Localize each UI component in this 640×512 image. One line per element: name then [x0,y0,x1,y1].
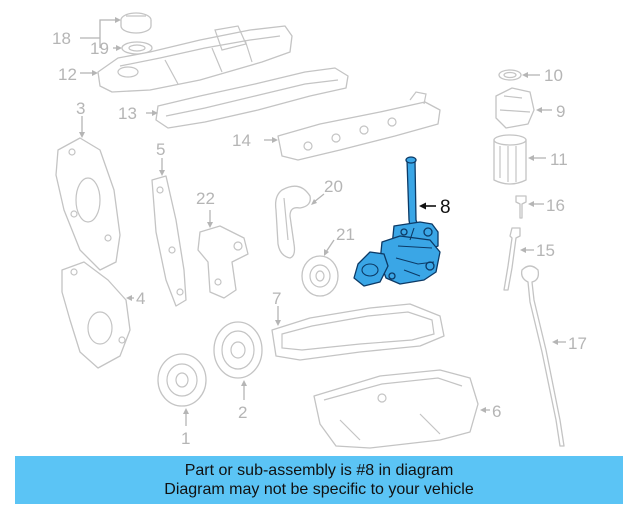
callout-5: 5 [156,140,165,159]
leader-16 [528,201,544,207]
part-12-valve-cover [97,25,293,93]
callout-16: 16 [546,196,565,215]
part-5-chain-guide [151,175,187,307]
callout-19: 19 [90,39,109,58]
callout-14: 14 [232,131,251,150]
leader-1 [183,408,189,426]
part-20-timing-belt [274,185,311,259]
callout-3: 3 [76,99,85,118]
leader-7 [275,306,281,326]
leader-10 [522,72,540,78]
leader-11 [528,155,546,161]
part-14-manifold [277,91,441,161]
callout-11: 11 [550,150,568,169]
callout-9: 9 [556,102,565,121]
part-16-bolt [515,195,527,219]
part-9-filter-housing [495,87,535,129]
part-8-oil-pump [353,156,441,287]
leader-5 [159,158,165,176]
leader-4 [126,295,134,301]
callout-20: 20 [324,177,343,196]
callout-18: 18 [52,29,71,48]
leader-6 [480,407,490,413]
leader-13 [146,110,158,116]
callout-2: 2 [238,403,247,422]
part-18-oil-filler-cap [120,12,152,34]
callout-21: 21 [336,225,355,244]
leader-2 [241,380,247,400]
leader-14 [264,137,278,143]
callout-10: 10 [544,66,563,85]
part-6-oil-pan [313,369,479,449]
leader-3 [79,116,85,138]
callout-8: 8 [440,197,451,218]
callout-6: 6 [492,402,501,421]
part-22-tensioner [197,225,249,299]
callout-4: 4 [136,289,145,308]
leader-8 [419,202,436,210]
callout-15: 15 [536,241,555,260]
banner-line-1: Part or sub-assembly is #8 in diagram [184,462,454,479]
callout-13: 13 [118,104,137,123]
leader-12 [80,70,98,76]
part-15-dipstick-tube [503,227,521,291]
callout-7: 7 [272,289,281,308]
leader-17 [552,339,566,345]
leader-22 [207,210,213,228]
info-banner: Part or sub-assembly is #8 in diagram Di… [15,456,623,504]
part-7-oil-pan-gasket [271,303,445,361]
callout-1: 1 [181,429,190,448]
part-10-o-ring [498,69,522,81]
part-3-timing-cover [55,137,121,271]
callout-22: 22 [196,189,215,208]
banner-line-2: Diagram may not be specific to your vehi… [164,481,474,498]
part-21-idler-pulley [301,255,339,297]
leader-18 [80,17,121,48]
leader-19 [113,45,122,51]
part-4-lower-cover [61,261,131,369]
leader-15 [520,247,534,253]
leader-20 [311,193,325,205]
leader-21 [324,239,335,256]
part-11-oil-filter [493,134,527,185]
part-17-dipstick [520,265,565,447]
part-2-crank-pulley [213,321,263,379]
callout-17: 17 [568,334,587,353]
leader-9 [536,107,552,113]
part-1-balancer [157,353,207,407]
callout-12: 12 [58,65,77,84]
part-13-valve-cover-gasket [155,67,349,129]
